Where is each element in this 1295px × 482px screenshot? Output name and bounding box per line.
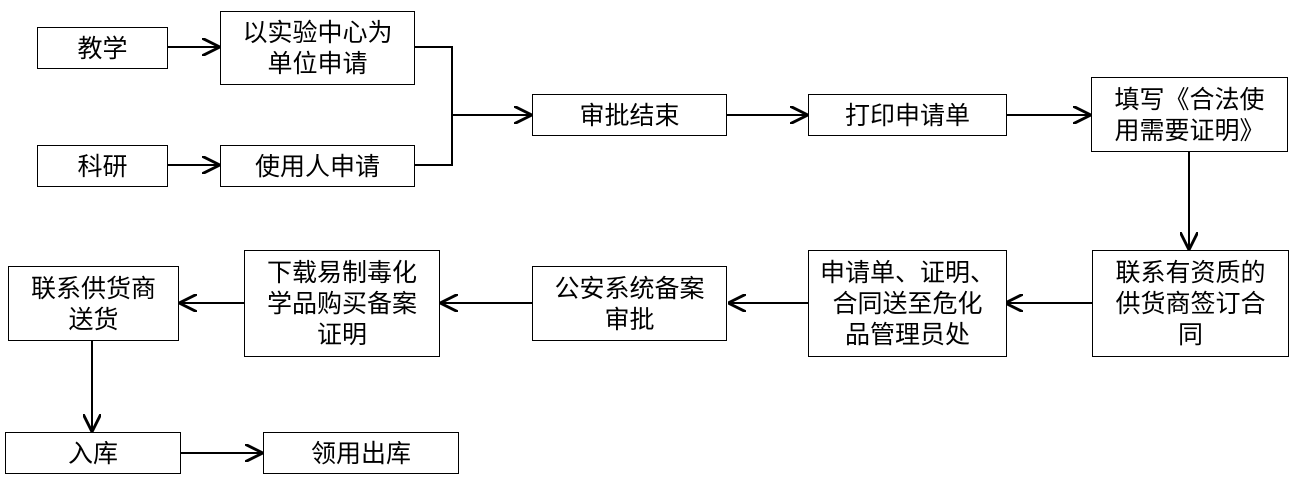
- node-issue-out: 领用出库: [263, 432, 459, 474]
- node-fill-proof-label: 填写《合法使 用需要证明》: [1114, 84, 1265, 145]
- node-print-form: 打印申请单: [808, 94, 1007, 136]
- node-approval-end: 审批结束: [532, 94, 727, 136]
- node-lab-apply: 以实验中心为 单位申请: [220, 11, 415, 85]
- node-teaching: 教学: [37, 27, 168, 69]
- node-user-apply: 使用人申请: [220, 145, 415, 187]
- node-issue-out-label: 领用出库: [310, 438, 411, 468]
- node-download-cert-label: 下载易制毒化 学品购买备案 证明: [266, 258, 417, 349]
- node-download-cert: 下载易制毒化 学品购买备案 证明: [244, 250, 440, 357]
- node-user-apply-label: 使用人申请: [254, 151, 380, 181]
- node-fill-proof: 填写《合法使 用需要证明》: [1091, 77, 1288, 152]
- node-warehouse-in: 入库: [5, 432, 181, 474]
- node-research: 科研: [37, 145, 168, 187]
- node-submit-docs: 申请单、证明、 合同送至危化 品管理员处: [808, 250, 1007, 357]
- node-contact-supplier: 联系有资质的 供货商签订合 同: [1092, 250, 1289, 357]
- node-warehouse-in-label: 入库: [67, 438, 118, 468]
- node-lab-apply-label: 以实验中心为 单位申请: [242, 18, 393, 78]
- node-police-record: 公安系统备案 审批: [532, 266, 727, 341]
- node-police-record-label: 公安系统备案 审批: [554, 273, 705, 334]
- node-contact-supplier-label: 联系有资质的 供货商签订合 同: [1115, 258, 1266, 349]
- node-research-label: 科研: [77, 151, 128, 181]
- node-submit-docs-label: 申请单、证明、 合同送至危化 品管理员处: [819, 258, 995, 349]
- node-teaching-label: 教学: [77, 33, 128, 63]
- node-supplier-delivery: 联系供货商 送货: [8, 266, 179, 341]
- node-print-form-label: 打印申请单: [844, 100, 970, 130]
- node-supplier-delivery-label: 联系供货商 送货: [30, 273, 156, 334]
- node-approval-end-label: 审批结束: [579, 100, 680, 130]
- edge-merge-to-approval-end: [415, 46, 453, 166]
